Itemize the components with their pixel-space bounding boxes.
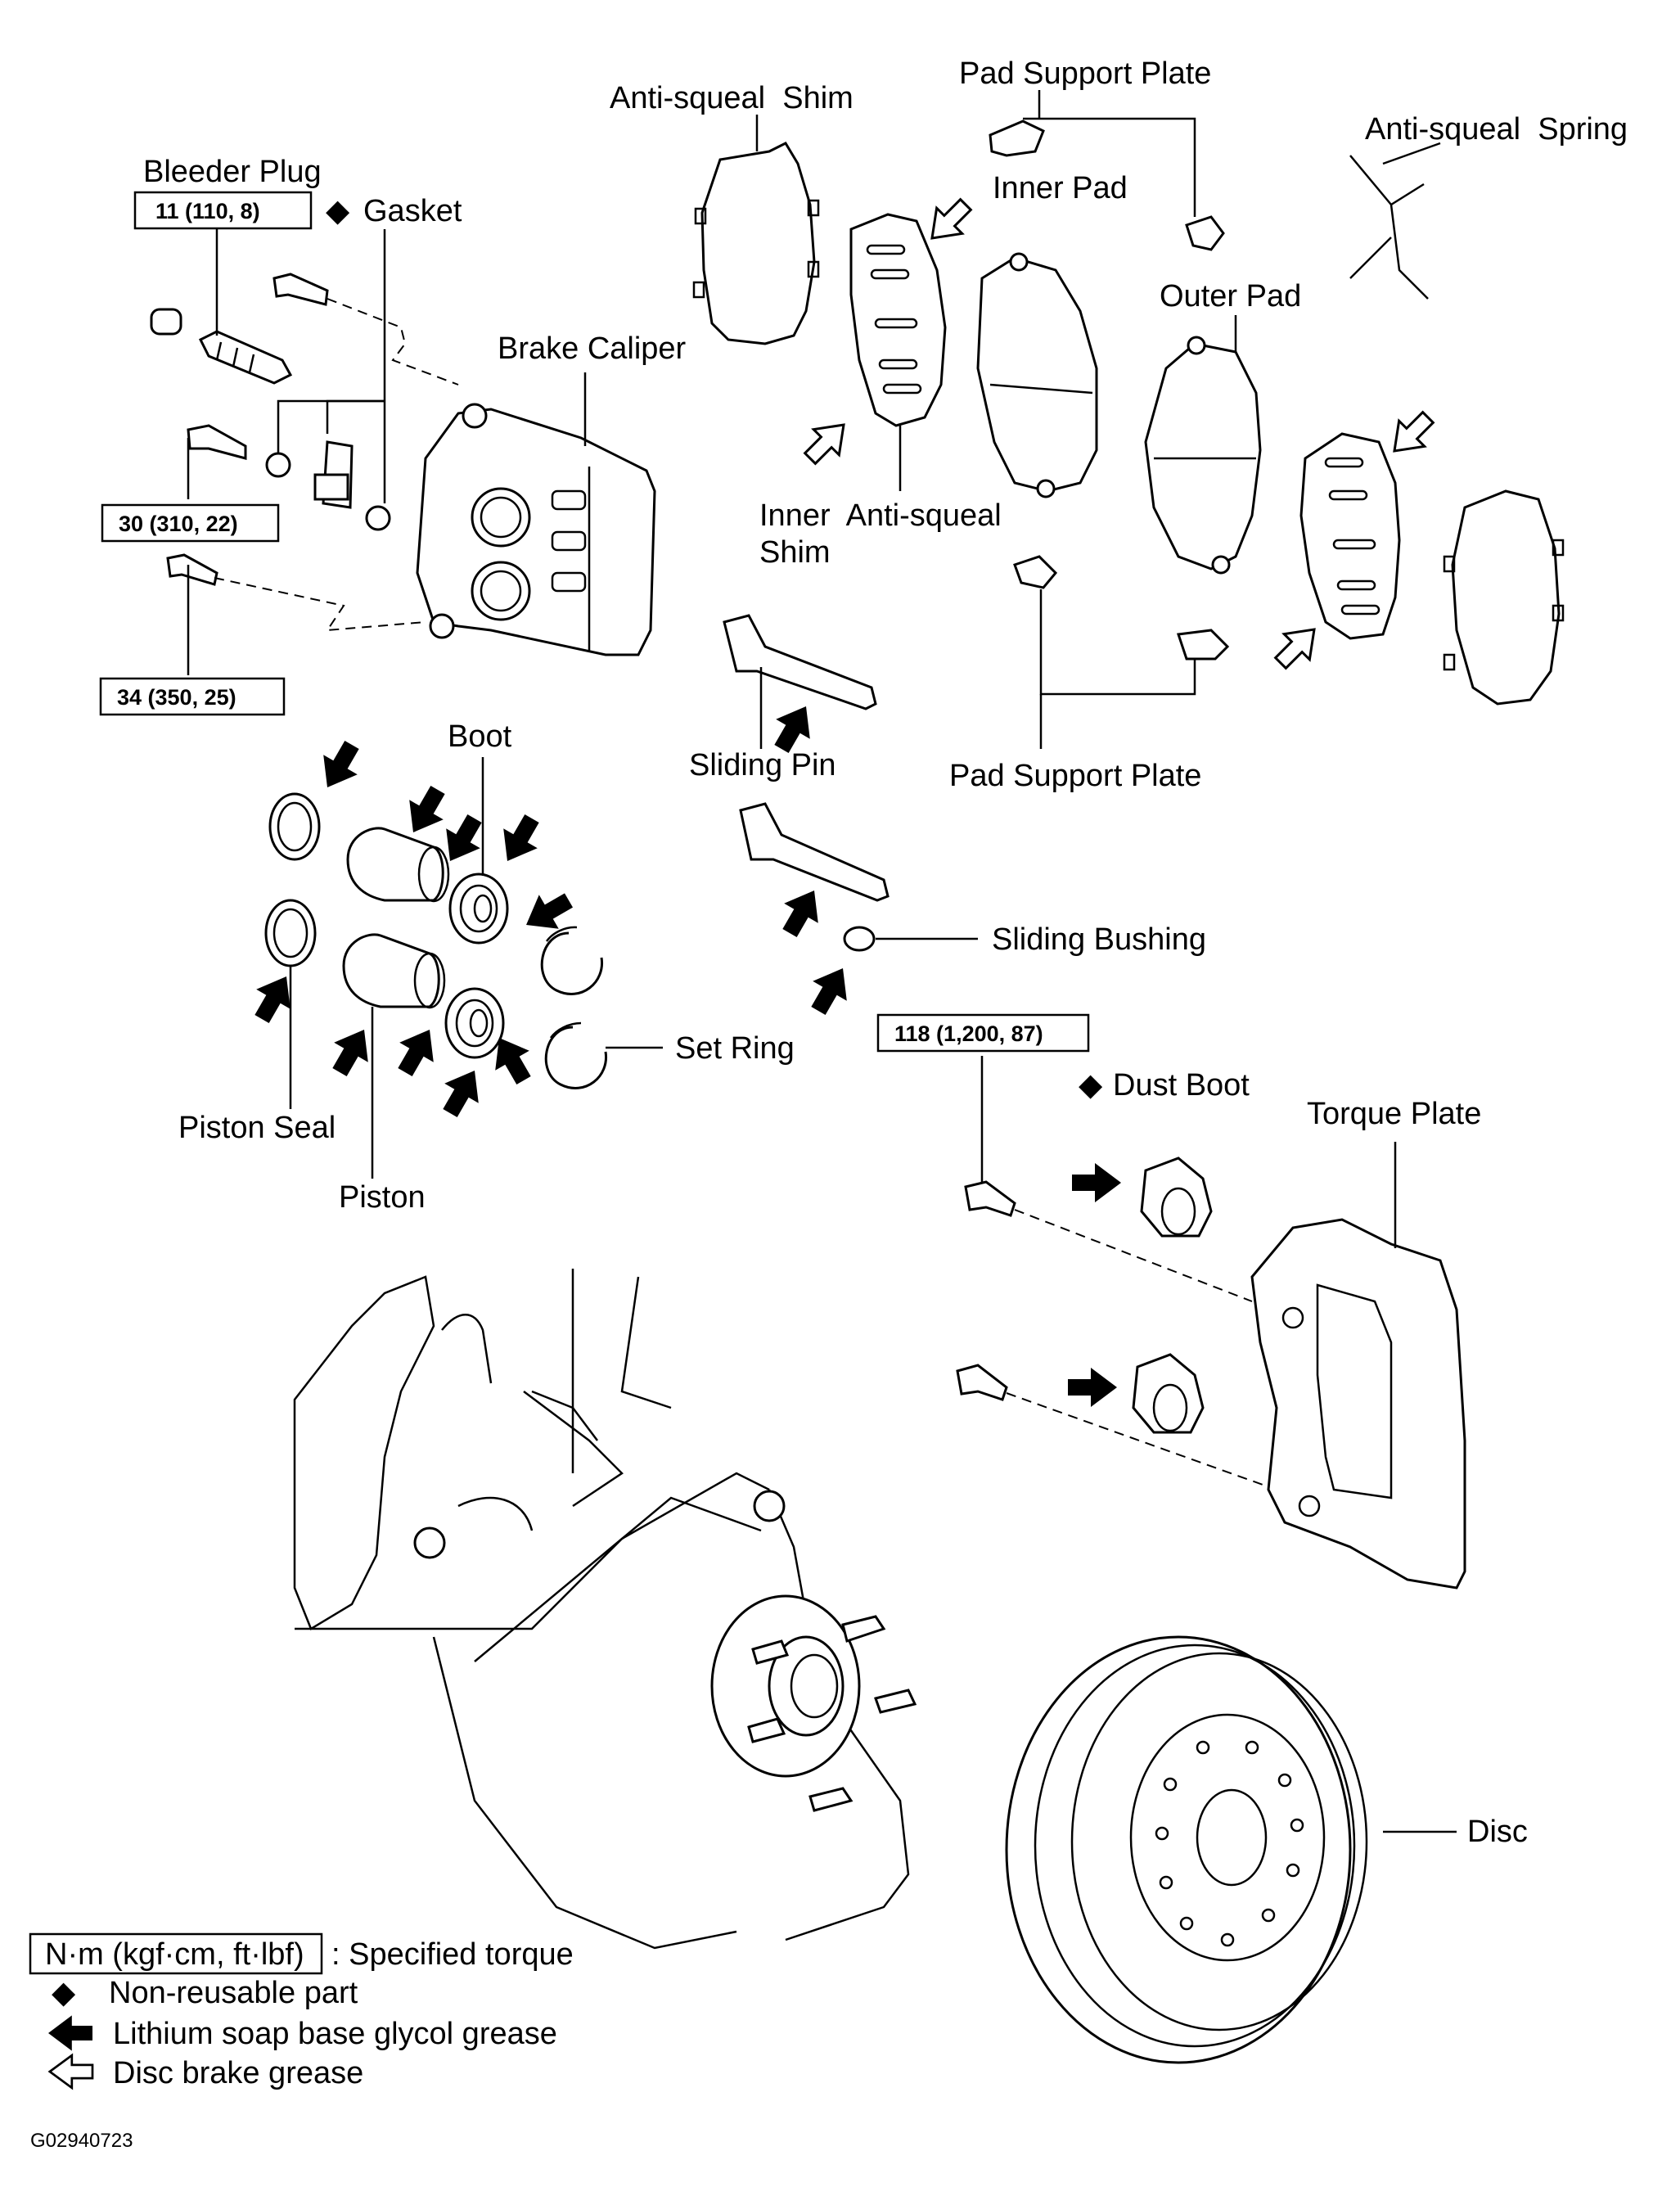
legend-diamond-icon: ◆ xyxy=(52,1976,76,2010)
label-inner-pad: Inner Pad xyxy=(993,171,1128,205)
gasket-diamond-icon: ◆ xyxy=(326,194,350,228)
brake-caliper-body xyxy=(416,403,656,656)
label-piston-seal: Piston Seal xyxy=(178,1111,336,1145)
torque-box-34 xyxy=(99,677,286,716)
bleeder-plug xyxy=(198,330,293,385)
torque-plate-part xyxy=(1250,1218,1466,1589)
label-gasket: Gasket xyxy=(363,194,462,228)
legend-unit-box xyxy=(29,1932,323,1975)
set-ring-upper xyxy=(540,926,604,995)
dust-boot-upper xyxy=(1140,1157,1213,1238)
tp-bolt-lower xyxy=(956,1364,1008,1401)
label-torque-plate: Torque Plate xyxy=(1307,1097,1481,1131)
torque-box-30 xyxy=(101,503,280,543)
sliding-bushing-part xyxy=(843,926,876,952)
label-pad-support-plate-bottom: Pad Support Plate xyxy=(949,759,1201,793)
tp-bolt-upper xyxy=(964,1180,1016,1217)
legend-specified-torque: : Specified torque xyxy=(331,1937,574,1972)
upper-bolt xyxy=(272,273,329,306)
legend: N·m (kgf·cm, ft·lbf) : Specified torque … xyxy=(29,1932,574,2152)
torque-torque-plate: 118 (1,200, 87) xyxy=(894,1021,1043,1046)
pad-support-plate-bottom-part xyxy=(1013,555,1230,661)
legend-hollow-arrow-icon xyxy=(48,2054,94,2090)
legend-lithium-grease: Lithium soap base glycol grease xyxy=(113,2017,557,2051)
torque-bolt-lower: 34 (350, 25) xyxy=(117,685,236,710)
dust-boot-diamond-icon: ◆ xyxy=(1079,1068,1103,1102)
piston-seal-lower xyxy=(264,899,317,967)
gasket-ring-2 xyxy=(365,505,391,531)
boot-upper xyxy=(448,873,509,945)
anti-squeal-spring-part xyxy=(1349,155,1429,300)
inner-pad-part xyxy=(976,252,1098,498)
figure-code: G02940723 xyxy=(30,2130,133,2152)
legend-solid-arrow-icon xyxy=(47,2015,92,2051)
legend-unit: N·m (kgf·cm, ft·lbf) xyxy=(45,1937,304,1972)
label-disc: Disc xyxy=(1467,1815,1528,1849)
outer-shim-part xyxy=(1443,489,1565,706)
label-sliding-pin: Sliding Pin xyxy=(689,748,836,782)
piston-seal-upper xyxy=(268,792,321,861)
outer-anti-squeal-shim-part xyxy=(1299,432,1401,640)
legend-disc-brake-grease: Disc brake grease xyxy=(113,2056,363,2090)
label-anti-squeal-shim: Anti-squeal Shim xyxy=(610,81,854,115)
label-inner-anti-squeal-shim-1: Inner Anti-squeal xyxy=(759,498,1002,533)
label-pad-support-plate-top: Pad Support Plate xyxy=(959,56,1211,91)
sliding-pin-upper-part xyxy=(723,614,877,710)
torque-bleeder: 11 (110, 8) xyxy=(155,199,260,223)
label-piston: Piston xyxy=(339,1180,426,1215)
bleeder-cap xyxy=(150,308,182,336)
label-boot: Boot xyxy=(448,719,512,754)
union-bolt xyxy=(313,440,354,509)
label-inner-anti-squeal-shim-2: Shim xyxy=(759,535,831,570)
torque-bolt-upper: 30 (310, 22) xyxy=(119,512,238,536)
piston-lower xyxy=(342,933,446,1009)
set-ring-lower xyxy=(544,1021,608,1089)
torque-box-bleeder xyxy=(133,191,313,230)
label-sliding-bushing: Sliding Bushing xyxy=(992,922,1206,957)
piston-upper xyxy=(346,827,450,903)
outer-pad-part xyxy=(1144,336,1262,575)
steering-knuckle-hub xyxy=(293,1269,917,1950)
gasket-ring-1 xyxy=(265,452,291,478)
inner-anti-squeal-shim-part xyxy=(849,213,947,427)
disc-rotor-part xyxy=(1005,1635,1368,2064)
sliding-pin-lower-part xyxy=(739,802,890,902)
boot-lower xyxy=(444,987,505,1059)
torque-box-118 xyxy=(876,1013,1090,1053)
label-outer-pad: Outer Pad xyxy=(1160,279,1301,313)
pad-support-plate-top-part xyxy=(989,119,1225,251)
label-set-ring: Set Ring xyxy=(675,1031,795,1066)
bolt-30 xyxy=(187,424,247,460)
label-brake-caliper: Brake Caliper xyxy=(498,331,687,366)
dust-boot-lower xyxy=(1132,1353,1205,1434)
bolt-34 xyxy=(166,553,218,586)
anti-squeal-shim-part xyxy=(692,142,820,345)
label-dust-boot: Dust Boot xyxy=(1113,1068,1250,1102)
label-anti-squeal-spring: Anti-squeal Spring xyxy=(1365,112,1628,147)
label-bleeder-plug: Bleeder Plug xyxy=(143,155,322,189)
legend-non-reusable: Non-reusable part xyxy=(109,1976,358,2010)
